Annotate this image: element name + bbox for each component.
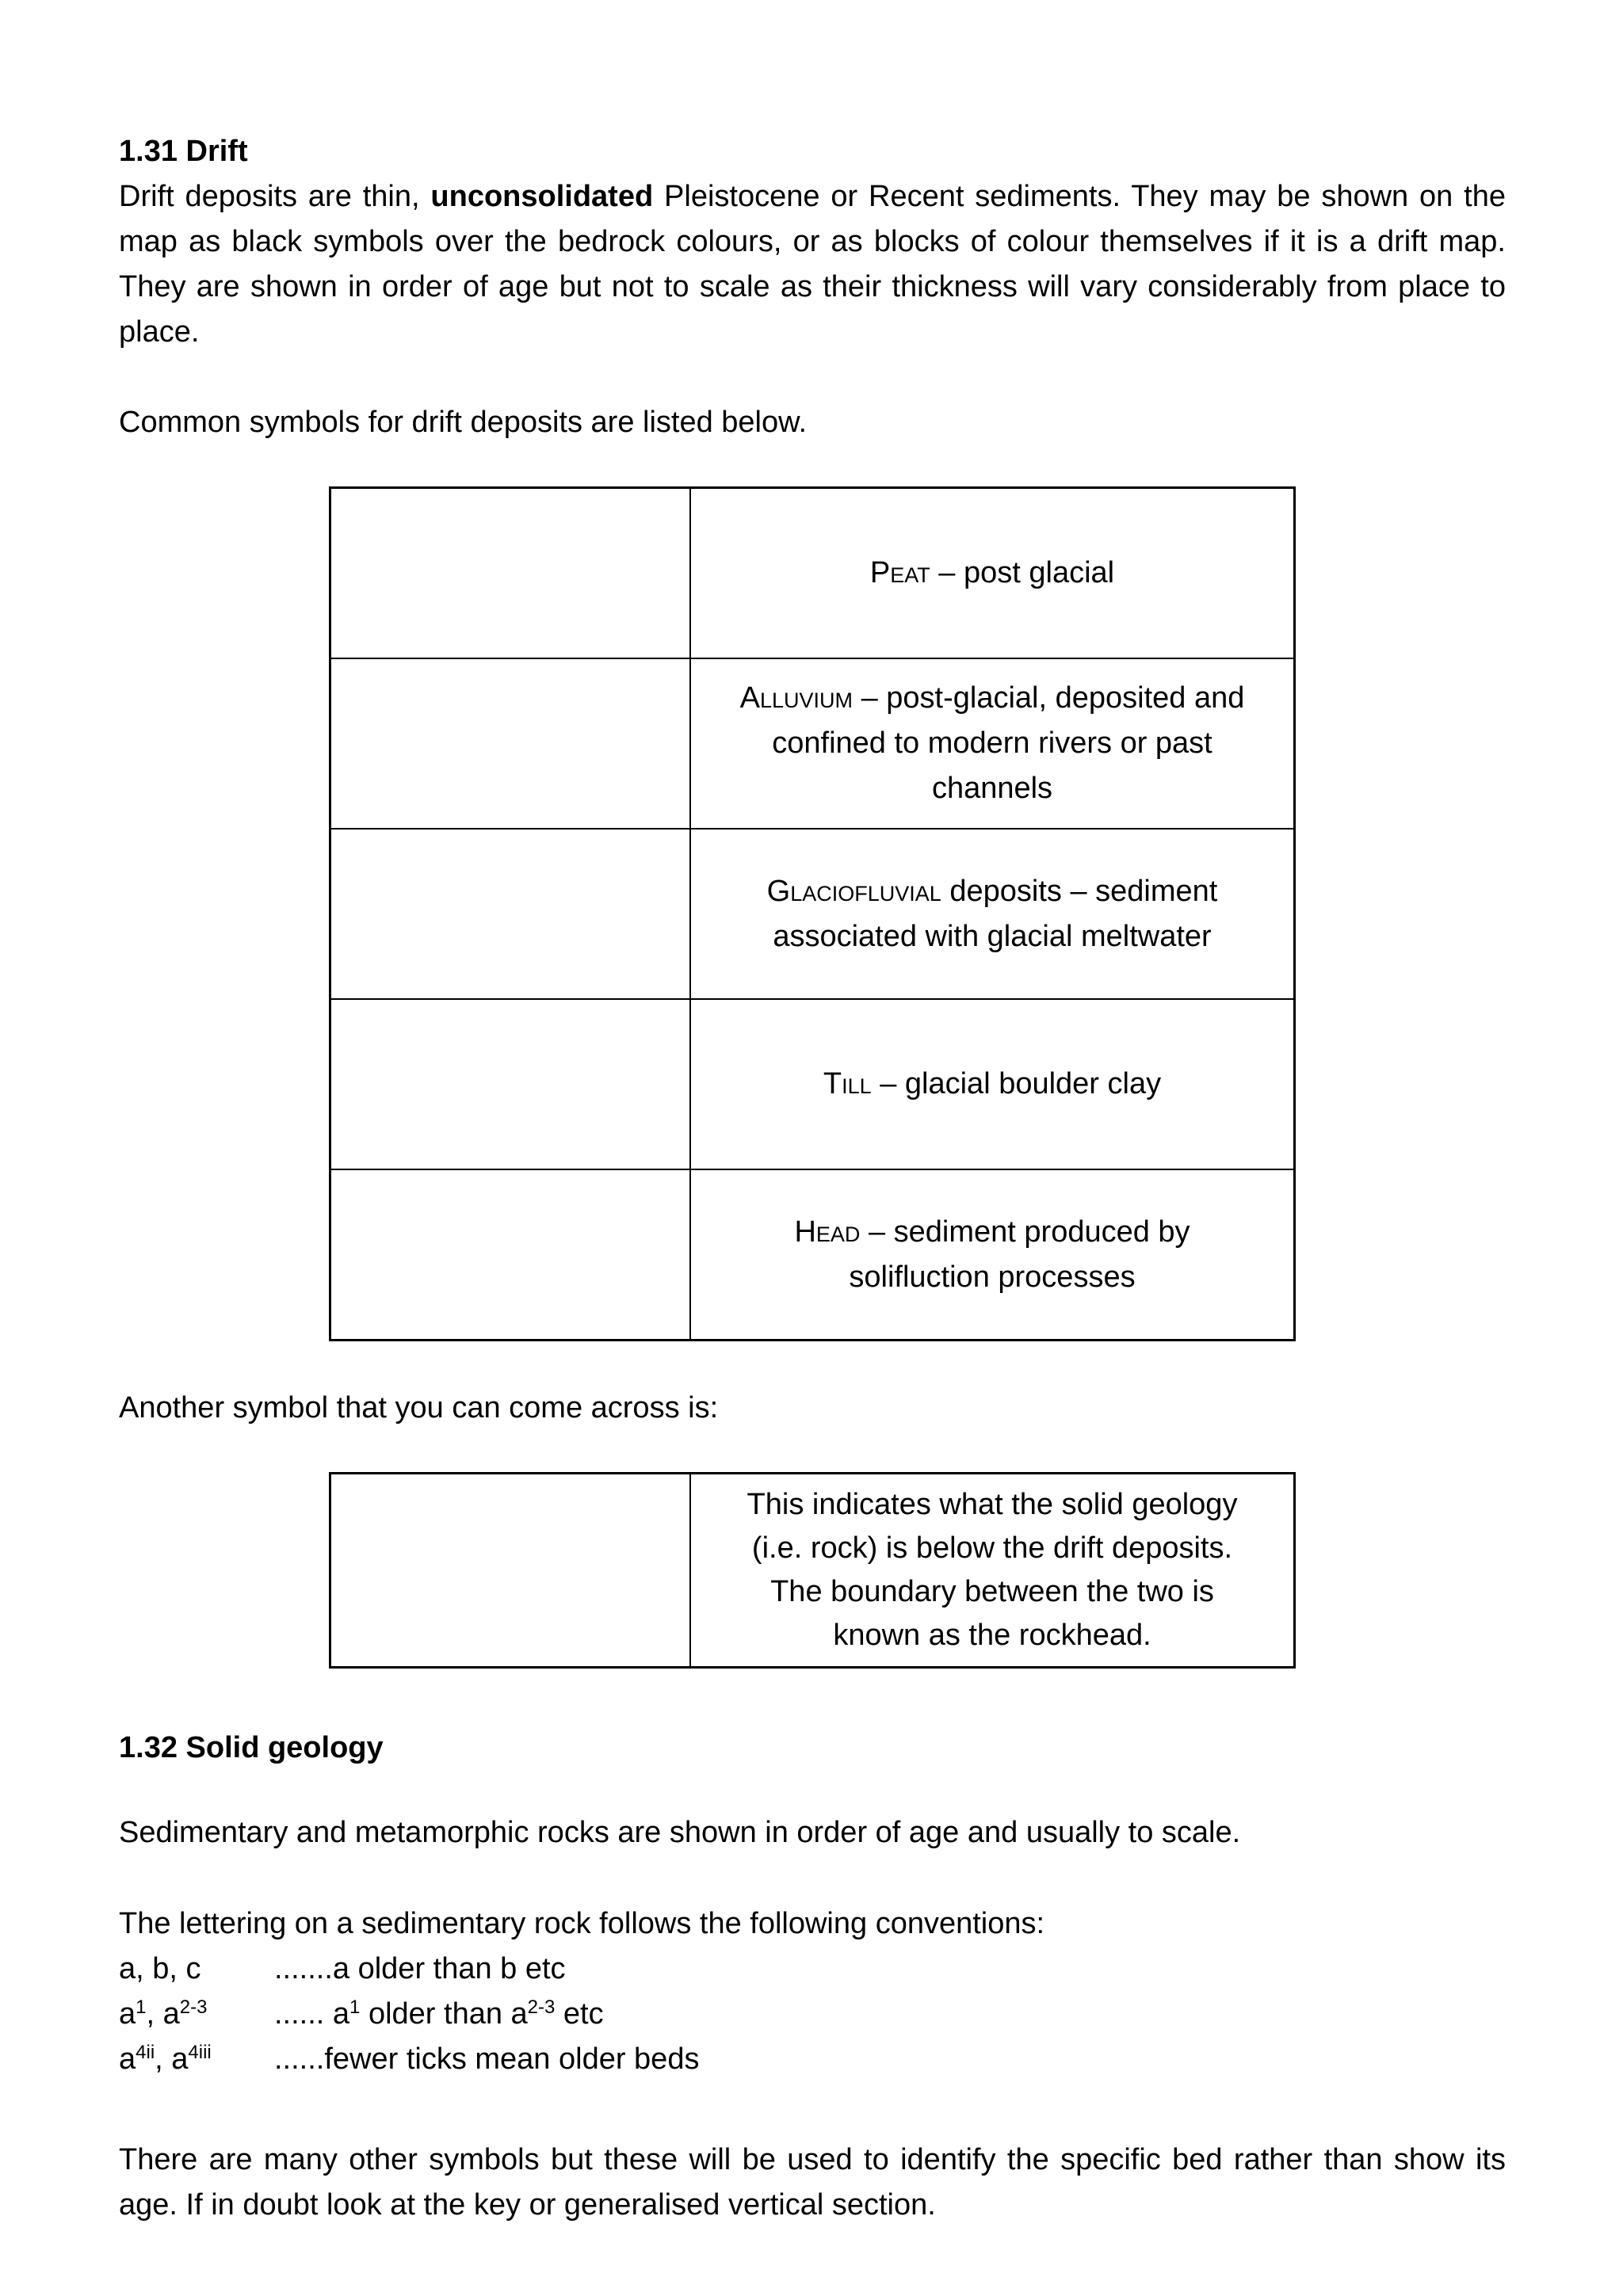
description-text: .......a older than b etc: [274, 1952, 566, 1985]
description-text: ......fewer ticks mean older beds: [274, 2042, 700, 2076]
rockhead-table: This indicates what the solid geology (i.…: [329, 1472, 1296, 1669]
rockhead-line: (i.e. rock) is below the drift deposits.: [751, 1531, 1233, 1565]
superscript: 4ii: [136, 2041, 155, 2063]
superscript: 1: [349, 1996, 361, 2018]
description-cell: Peat – post glacial: [689, 486, 1296, 659]
table-row: Till – glacial boulder clay: [329, 998, 1296, 1170]
deposit-line: Peat – post glacial: [694, 551, 1290, 596]
description-cell: Head – sediment produced by solifluction …: [689, 1169, 1296, 1341]
deposit-line: Head – sediment produced by: [694, 1210, 1290, 1255]
description-cell: This indicates what the solid geology (i.…: [689, 1472, 1296, 1669]
term-text: a: [119, 1997, 136, 2031]
superscript: 4iii: [188, 2041, 212, 2063]
sedimentary-paragraph: Sedimentary and metamorphic rocks are sh…: [119, 1816, 1241, 1849]
another-symbol-line: Another symbol that you can come across …: [119, 1391, 719, 1425]
deposit-text: – post glacial: [930, 556, 1115, 589]
deposit-line: solifluction processes: [849, 1260, 1136, 1294]
convention-description: ...... a1 older than a2-3 etc: [274, 1992, 1506, 2037]
closing-paragraph: There are many other symbols but these w…: [119, 2143, 1506, 2222]
conventions-list: a, b, c .......a older than b etc a1, a2…: [119, 1947, 1506, 2082]
deposit-term: Peat: [869, 556, 930, 589]
deposit-line: Glaciofluvial deposits – sediment: [694, 869, 1290, 914]
lettering-conventions-line: The lettering on a sedimentary rock foll…: [119, 1907, 1045, 1940]
paragraph-text: Pleistocene or Recent sediments. They ma…: [119, 180, 1506, 349]
deposit-term: Glaciofluvial: [766, 874, 941, 908]
term-text: a: [119, 2042, 136, 2076]
deposit-text: – glacial boulder clay: [871, 1067, 1162, 1100]
table-row: Peat – post glacial: [329, 486, 1296, 659]
symbol-cell: [329, 658, 691, 830]
symbol-cell: [329, 828, 691, 1000]
deposit-text: – sediment produced by: [860, 1215, 1190, 1249]
description-cell: Till – glacial boulder clay: [689, 998, 1296, 1170]
bold-word: unconsolidated: [430, 180, 654, 213]
common-symbols-line: Common symbols for drift deposits are li…: [119, 406, 808, 439]
rockhead-line: This indicates what the solid geology: [747, 1488, 1238, 1521]
convention-description: ......fewer ticks mean older beds: [274, 2037, 1506, 2082]
description-text: older than a: [360, 1997, 528, 2031]
table-row: Glaciofluvial deposits – sediment associa…: [329, 828, 1296, 1000]
symbol-cell: [329, 1472, 691, 1669]
term-text: , a: [146, 1997, 180, 2031]
table-row: Head – sediment produced by solifluction …: [329, 1169, 1296, 1341]
paragraph-text: Drift deposits are thin,: [119, 180, 431, 213]
convention-term: a, b, c: [119, 1947, 274, 1992]
convention-term: a4ii, a4iii: [119, 2037, 274, 2082]
superscript: 1: [136, 1996, 147, 2018]
deposit-line: associated with glacial meltwater: [773, 919, 1212, 953]
table-row: This indicates what the solid geology (i.…: [329, 1472, 1296, 1669]
rockhead-line: known as the rockhead.: [833, 1619, 1151, 1652]
drift-symbols-table: Peat – post glacial Alluvium – post-glac…: [329, 486, 1296, 1341]
symbol-cell: [329, 998, 691, 1170]
convention-term: a1, a2-3: [119, 1992, 274, 2037]
deposit-line: Alluvium – post-glacial, deposited and: [694, 676, 1290, 721]
superscript: 2-3: [179, 1996, 208, 2018]
description-text: ...... a: [274, 1997, 350, 2031]
term-text: a, b, c: [119, 1952, 201, 1985]
deposit-term: Head: [794, 1215, 861, 1249]
convention-description: .......a older than b etc: [274, 1947, 1506, 1992]
table-row: Alluvium – post-glacial, deposited and co…: [329, 658, 1296, 830]
term-text: , a: [155, 2042, 189, 2076]
description-text: etc: [555, 1997, 604, 2031]
description-cell: Glaciofluvial deposits – sediment associa…: [689, 828, 1296, 1000]
symbol-cell: [329, 486, 691, 659]
deposit-line: channels: [931, 772, 1053, 805]
deposit-line: Till – glacial boulder clay: [694, 1062, 1290, 1107]
document-page: 1.31 Drift Drift deposits are thin, unco…: [119, 135, 1506, 2222]
deposit-term: Till: [823, 1067, 872, 1100]
rockhead-line: The boundary between the two is: [770, 1575, 1214, 1608]
section-1-31-heading: 1.31 Drift: [119, 135, 248, 168]
description-cell: Alluvium – post-glacial, deposited and co…: [689, 658, 1296, 830]
deposit-text: deposits – sediment: [941, 874, 1218, 908]
deposit-text: – post-glacial, deposited and: [853, 681, 1245, 715]
convention-row: a1, a2-3 ...... a1 older than a2-3 etc: [119, 1992, 1506, 2037]
deposit-term: Alluvium: [739, 681, 854, 715]
convention-row: a4ii, a4iii ......fewer ticks mean older…: [119, 2037, 1506, 2082]
superscript: 2-3: [527, 1996, 556, 2018]
drift-intro-paragraph: Drift deposits are thin, unconsolidated …: [119, 174, 1506, 355]
section-1-32-heading: 1.32 Solid geology: [119, 1731, 384, 1764]
symbol-cell: [329, 1169, 691, 1341]
convention-row: a, b, c .......a older than b etc: [119, 1947, 1506, 1992]
deposit-line: confined to modern rivers or past: [772, 727, 1212, 760]
